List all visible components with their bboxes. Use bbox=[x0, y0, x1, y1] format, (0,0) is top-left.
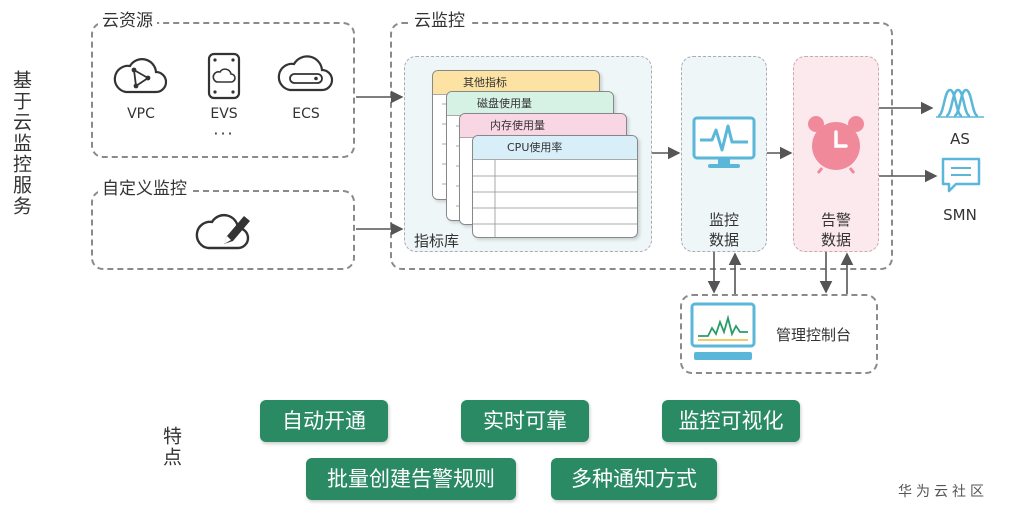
ecs-label: ECS bbox=[292, 106, 320, 122]
metric-card-cpu-label: CPU使用率 bbox=[473, 136, 637, 160]
cloud-resources-group bbox=[91, 22, 355, 158]
alarm-clock-icon bbox=[808, 116, 864, 174]
smn-message-icon bbox=[941, 157, 981, 193]
alarm-data-label: 告警 数据 bbox=[820, 211, 851, 249]
console-label: 管理控制台 bbox=[776, 326, 852, 344]
custom-monitor-group bbox=[91, 190, 355, 270]
more-resources-ellipsis: ··· bbox=[213, 124, 235, 143]
custom-monitor-title: 自定义监控 bbox=[98, 179, 191, 199]
console-group bbox=[680, 294, 878, 374]
watermark: 华为云社区 bbox=[898, 484, 988, 500]
monitor-console-icon bbox=[690, 302, 756, 360]
feature-visualization: 监控可视化 bbox=[662, 400, 800, 442]
evs-label: EVS bbox=[210, 106, 238, 122]
vpc-cloud-icon bbox=[113, 58, 168, 94]
evs-disk-icon bbox=[207, 52, 241, 100]
metric-card-cpu-grid bbox=[473, 160, 637, 237]
diagram-title: 基于云监控服务 bbox=[10, 70, 32, 217]
as-wave-icon bbox=[936, 88, 984, 118]
cloud-monitor-title: 云监控 bbox=[410, 11, 469, 31]
monitor-screen-icon bbox=[692, 116, 756, 168]
feature-realtime-reliable: 实时可靠 bbox=[461, 400, 589, 442]
metric-card-memory-label: 内存使用量 bbox=[460, 114, 626, 138]
metric-card-cpu: CPU使用率 bbox=[472, 135, 638, 238]
ecs-server-icon bbox=[277, 55, 334, 92]
cloud-resources-title: 云资源 bbox=[98, 11, 157, 31]
metric-db-label: 指标库 bbox=[414, 232, 460, 250]
vpc-label: VPC bbox=[127, 106, 155, 122]
feature-batch-alarm-rules: 批量创建告警规则 bbox=[306, 458, 516, 500]
cloud-pen-icon bbox=[195, 213, 250, 250]
feature-auto-provision: 自动开通 bbox=[260, 400, 388, 442]
features-title: 特点 bbox=[160, 426, 182, 468]
cloud-monitor-group bbox=[390, 22, 893, 270]
monitor-data-label: 监控 数据 bbox=[708, 211, 739, 249]
smn-label: SMN bbox=[943, 206, 977, 224]
metric-card-stack-lines bbox=[442, 103, 459, 207]
feature-multi-notification: 多种通知方式 bbox=[551, 458, 717, 500]
as-label: AS bbox=[950, 130, 970, 148]
